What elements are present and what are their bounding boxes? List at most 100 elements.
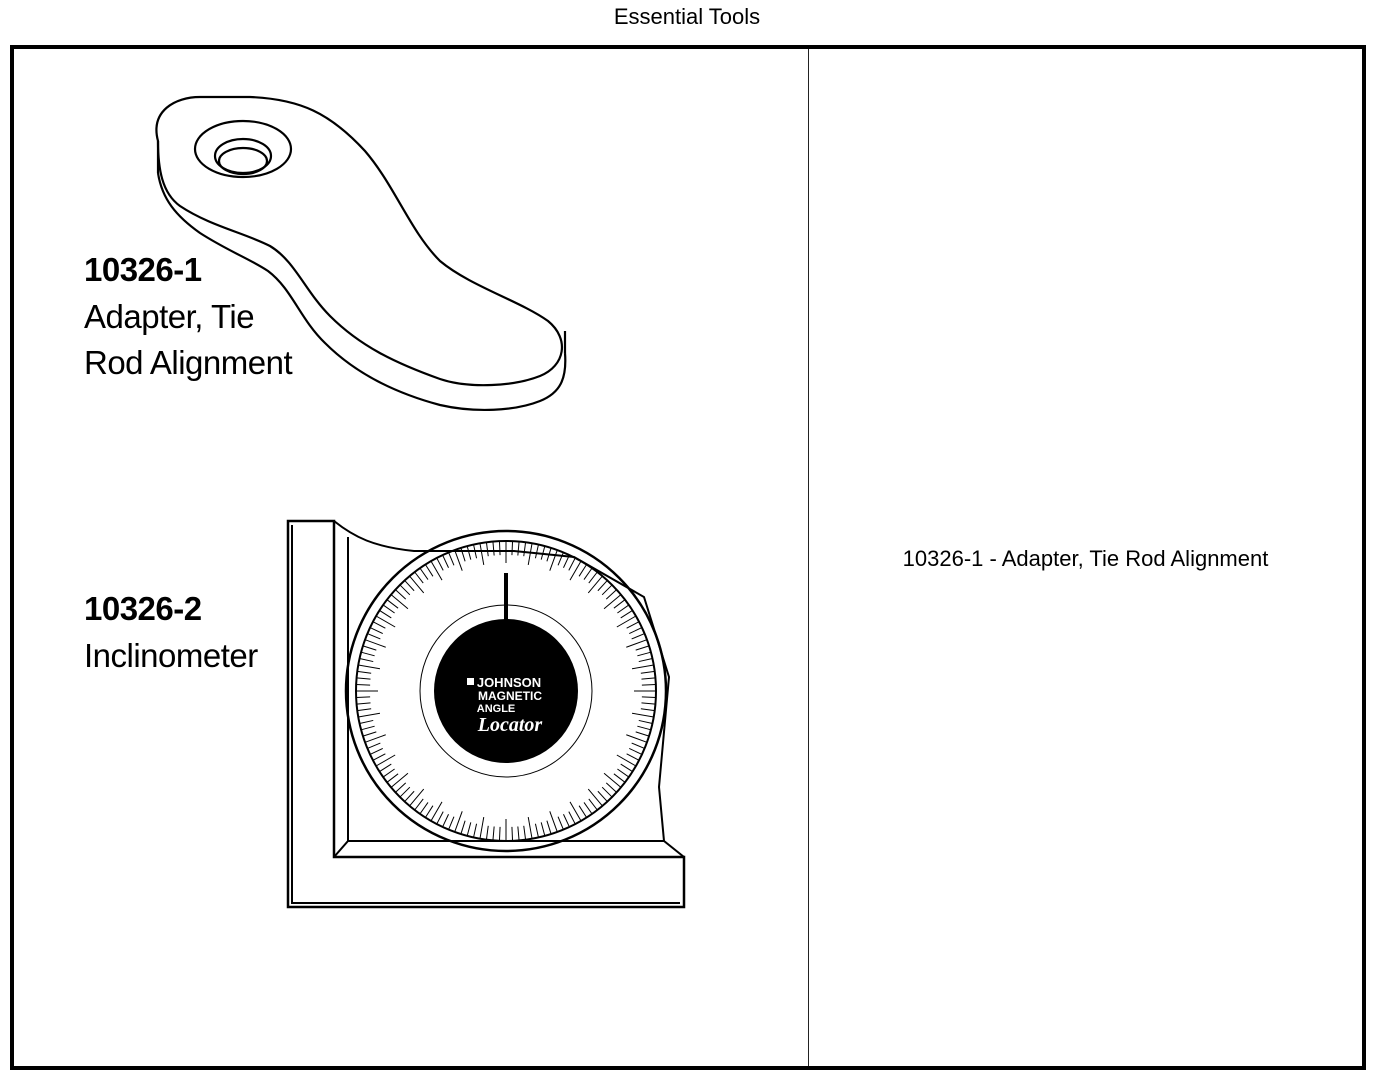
dial-tick: [527, 543, 533, 566]
dial-tick: [414, 571, 424, 584]
dial-tick: [356, 696, 371, 699]
dial-tick: [356, 677, 371, 680]
dial-scale-label-top: DEGREES: [472, 626, 540, 638]
dial-brand-line1: JOHNSON: [477, 675, 541, 690]
dial-tick: [617, 768, 630, 778]
dial-tick: [578, 564, 588, 577]
dial-tick: [369, 627, 383, 634]
dial-tick: [460, 820, 466, 835]
dial-tick: [379, 609, 392, 619]
dial-tick: [430, 801, 443, 822]
dial-tick: [448, 552, 455, 566]
dial-tick: [414, 798, 424, 811]
dial-tick: [357, 670, 372, 674]
dial-tick: [626, 753, 640, 761]
dial-tick: [638, 719, 653, 724]
dial-tick: [473, 823, 478, 838]
dial-tick: [583, 802, 593, 815]
dial-tick: [605, 589, 617, 600]
dial-tick: [578, 805, 588, 818]
dial-tick: [640, 708, 655, 712]
dial-tick: [359, 658, 374, 663]
dial-tick: [540, 545, 546, 560]
dial-tick: [583, 567, 593, 580]
tool-caption: 10326-1 - Adapter, Tie Rod Alignment: [902, 546, 1269, 571]
dial-tick: [369, 748, 383, 755]
dial-tick: [390, 594, 409, 610]
tool-number-10326-1: 10326-1: [84, 251, 202, 288]
dial-tick: [372, 753, 386, 761]
dial-tick: [382, 604, 395, 614]
dial-tick: [479, 816, 485, 839]
dial-tick: [549, 549, 558, 571]
dial-tick: [362, 731, 377, 737]
dial-tick: [498, 826, 501, 841]
dial-tick: [605, 782, 617, 793]
dial-tick: [364, 639, 386, 648]
dial-tick: [631, 742, 645, 749]
dial-tick: [379, 763, 392, 773]
dial-tick: [568, 557, 576, 571]
dial-tick: [375, 754, 396, 767]
dial-tick: [404, 790, 415, 802]
page-title: Essential Tools: [613, 4, 761, 29]
dial-tick: [466, 822, 472, 837]
dial-tick: [601, 584, 613, 596]
dial-tick: [569, 801, 582, 822]
dial-tick: [517, 826, 520, 841]
dial-tick: [511, 826, 514, 841]
dial-tick: [629, 627, 643, 634]
tool-description-inclinometer: Inclinometer: [84, 637, 258, 674]
dial-tick: [492, 826, 495, 841]
dial-tick: [360, 725, 375, 731]
dial-tick: [616, 615, 637, 628]
dial-tick: [626, 639, 648, 648]
dial-tick: [375, 615, 396, 628]
tool-number-10326-2: 10326-2: [84, 590, 202, 627]
dial-tick: [613, 773, 626, 783]
dial-tick: [613, 599, 626, 609]
dial-tick: [597, 580, 608, 592]
dial-tick: [635, 731, 650, 737]
dial-tick: [498, 541, 501, 556]
dial-tick: [448, 816, 455, 830]
dial-tick: [442, 814, 449, 828]
dial-tick: [557, 816, 564, 830]
dial-tick: [631, 633, 645, 640]
dial-tick: [436, 811, 444, 825]
dial-tick: [641, 702, 656, 705]
dial-tick: [442, 554, 449, 568]
dial-tick: [626, 734, 648, 743]
dial-tick: [473, 544, 478, 559]
dial-tick: [360, 651, 375, 657]
dial-tick: [409, 788, 425, 807]
dial-tick: [492, 541, 495, 556]
dial-tick: [382, 768, 395, 778]
dial-tick: [637, 725, 652, 731]
dial-tick: [601, 786, 613, 798]
dial-tick: [430, 560, 443, 581]
dial-tick: [386, 599, 399, 609]
dial-tick: [358, 712, 381, 718]
dial-tick: [466, 545, 472, 560]
dial-tick: [546, 820, 552, 835]
tie-rod-adapter-illustration: [155, 95, 567, 411]
dial-tick: [534, 823, 539, 838]
dial-tick: [626, 621, 640, 629]
dial-tick: [517, 541, 520, 556]
dial-tick: [641, 696, 656, 699]
dial-tick: [640, 670, 655, 674]
dial-tick: [635, 645, 650, 651]
dial-tick: [587, 575, 603, 594]
dial-tick: [436, 557, 444, 571]
caption-cell: 10326-1 - Adapter, Tie Rod Alignment: [809, 49, 1362, 1066]
dial-tick: [424, 564, 434, 577]
dial-tick: [399, 584, 411, 596]
dial-tick: [588, 571, 598, 584]
dial-tick: [557, 552, 564, 566]
dial-tick: [386, 773, 399, 783]
dial-tick: [395, 782, 407, 793]
dial-tick: [356, 683, 371, 686]
dial-tick: [603, 594, 622, 610]
dial-tick: [563, 554, 570, 568]
